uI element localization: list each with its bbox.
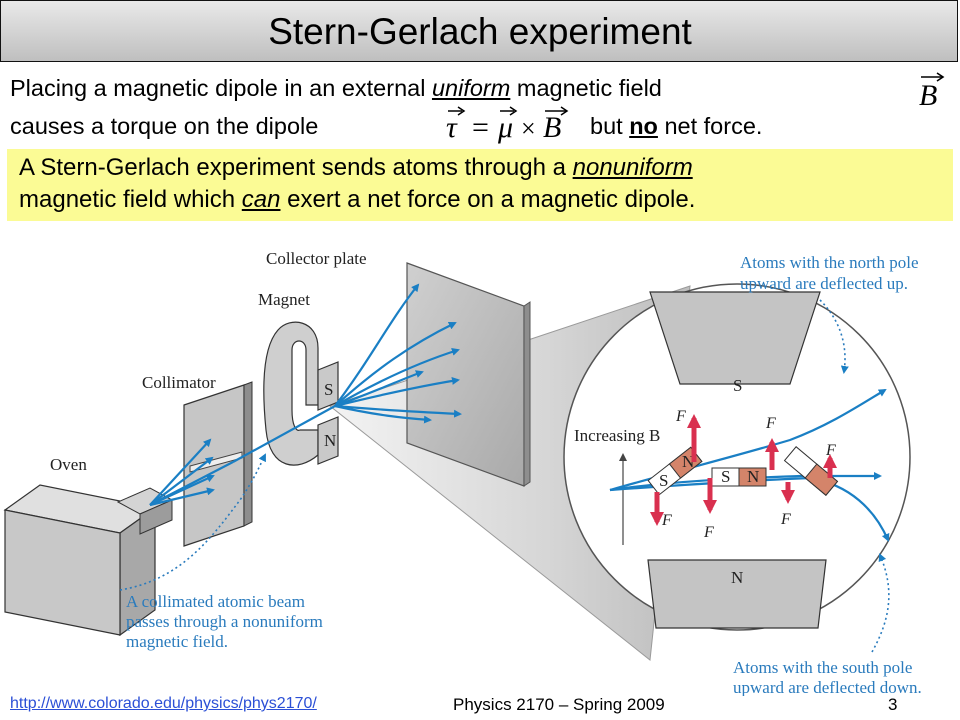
- course-website-link[interactable]: http://www.colorado.edu/physics/phys2170…: [10, 695, 317, 712]
- intro-text: magnetic field: [516, 75, 662, 101]
- intro-text: net force.: [664, 113, 763, 139]
- intro-emphasis-uniform: uniform: [431, 75, 511, 101]
- page-number: 3: [888, 695, 898, 714]
- collector-plate: [406, 262, 531, 487]
- zoom-circle: [563, 283, 911, 631]
- beam-ray: [334, 370, 424, 408]
- dipole-n-label: N: [682, 452, 694, 471]
- mu-symbol: μ: [497, 111, 513, 144]
- south-annotation-line-1: Atoms with the south pole: [733, 658, 912, 677]
- magnet-pole-s-label: S: [324, 380, 333, 399]
- callout-text: magnetic field which: [19, 186, 236, 213]
- beam-annotation-pointer: [119, 453, 266, 591]
- intro-line-2-end: but no net force.: [590, 111, 762, 141]
- callout-text: A Stern-Gerlach experiment sends atoms t…: [19, 154, 566, 181]
- collimator: [183, 381, 253, 547]
- dipole-tilted-right: [783, 446, 839, 496]
- cross-symbol: ×: [521, 114, 536, 143]
- magnet-label: Magnet: [258, 290, 310, 309]
- dipole-n-label: N: [747, 467, 759, 486]
- beam-annotation-line-2: passes through a nonuniform: [126, 612, 323, 631]
- force-label: F: [780, 511, 791, 528]
- intro-line-1: Placing a magnetic dipole in an external…: [10, 73, 662, 103]
- course-footer: Physics 2170 – Spring 2009: [453, 695, 665, 714]
- beam-ray: [334, 404, 462, 418]
- force-label: F: [703, 524, 714, 541]
- intro-emphasis-no: no: [629, 113, 658, 139]
- magnet-pole-n-label: N: [324, 431, 336, 450]
- intro-text: Placing a magnetic dipole in an external: [10, 75, 426, 101]
- field-vector-equation: B: [919, 72, 945, 110]
- pole-north-label: N: [731, 568, 743, 587]
- beam-ray: [149, 474, 215, 506]
- force-labels: F F F F F F: [661, 408, 836, 541]
- force-label: F: [765, 415, 776, 432]
- dipole-s-label: S: [659, 471, 668, 490]
- torque-equation: τ = μ × B: [446, 106, 569, 144]
- slide-title: Stern-Gerlach experiment: [268, 11, 692, 52]
- beam-ray: [334, 283, 420, 407]
- callout-line-1: A Stern-Gerlach experiment sends atoms t…: [19, 153, 693, 183]
- intro-text: causes a torque on the dipole: [10, 113, 319, 139]
- dipole-horizontal: S N: [711, 467, 767, 487]
- oven: [3, 484, 174, 637]
- pole-south-label: S: [733, 376, 742, 395]
- force-label: F: [675, 408, 686, 425]
- pole-piece-north: N: [647, 559, 827, 629]
- atom-beams: [149, 283, 462, 507]
- equals-symbol: =: [472, 111, 489, 144]
- callout-emphasis-can: can: [241, 186, 281, 213]
- callout-line-2: magnetic field which can exert a net for…: [19, 185, 695, 215]
- beam-ray: [334, 376, 460, 408]
- force-arrows: [650, 414, 837, 526]
- stern-gerlach-figure: S N Collector plate Magnet Collimator Ov…: [3, 249, 922, 696]
- beam-ray: [334, 347, 460, 407]
- horseshoe-magnet: S N: [263, 321, 339, 466]
- south-annotation-pointer: [871, 553, 890, 653]
- dipole-s-label: S: [721, 467, 730, 486]
- beam-ray: [149, 487, 215, 507]
- title-bar: [0, 0, 958, 62]
- beam-ray: [334, 322, 457, 407]
- south-annotation-line-2: upward are deflected down.: [733, 678, 922, 696]
- collimator-label: Collimator: [142, 373, 216, 392]
- beam-ray: [334, 404, 432, 424]
- intro-text: but: [590, 113, 623, 139]
- callout-emphasis-nonuniform: nonuniform: [572, 154, 693, 181]
- torque-field-symbol: B: [543, 111, 561, 144]
- field-vector-symbol: B: [919, 79, 937, 110]
- callout-box: A Stern-Gerlach experiment sends atoms t…: [7, 149, 953, 221]
- beam-annotation-line-3: magnetic field.: [126, 632, 228, 651]
- torque-symbol: τ: [446, 111, 458, 144]
- increasing-b-label: Increasing B: [574, 426, 660, 445]
- north-annotation-line-1: Atoms with the north pole: [740, 253, 918, 272]
- beam-annotation-line-1: A collimated atomic beam: [126, 592, 305, 611]
- force-label: F: [825, 442, 836, 459]
- beam-ray: [149, 456, 214, 506]
- north-annotation-line-2: upward are deflected up.: [740, 274, 908, 293]
- beam-center: [232, 405, 336, 463]
- callout-text: exert a net force on a magnetic dipole.: [287, 186, 696, 213]
- beam-ray: [149, 438, 212, 506]
- pole-piece-south: S: [649, 291, 821, 395]
- collector-plate-label: Collector plate: [266, 249, 367, 268]
- oven-label: Oven: [50, 455, 87, 474]
- intro-line-2: causes a torque on the dipole: [10, 111, 318, 141]
- force-label: F: [661, 512, 672, 529]
- north-annotation-pointer: [819, 299, 849, 374]
